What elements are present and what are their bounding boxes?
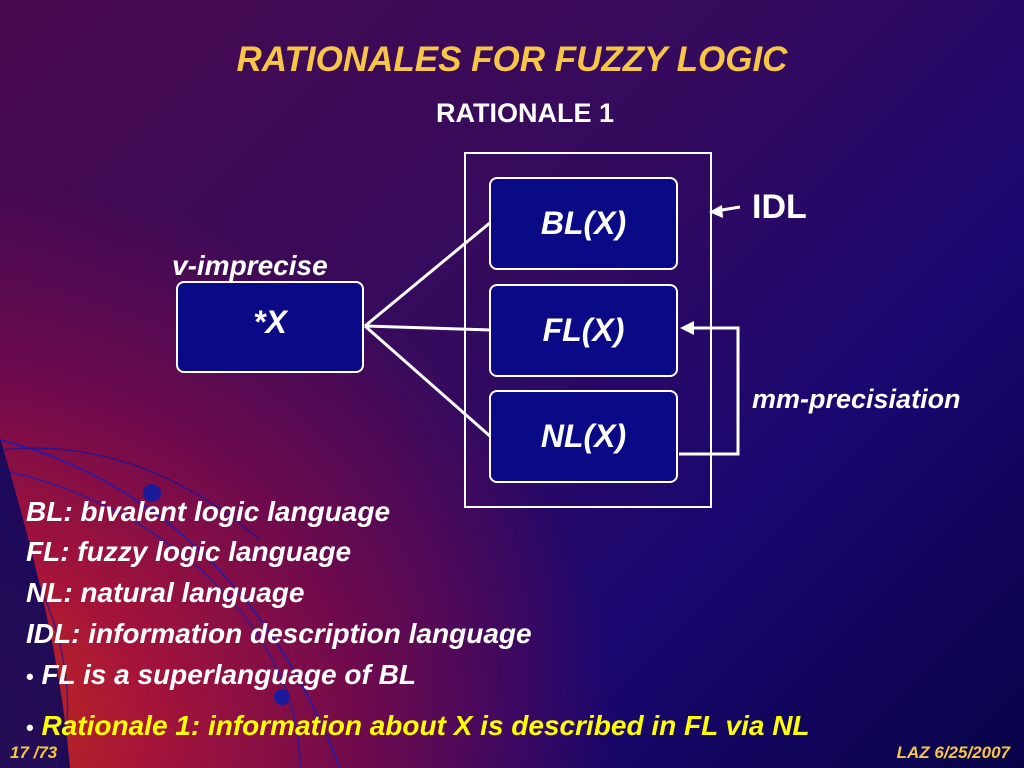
x-box-label: *X [253,303,287,340]
definition-nl: NL: natural language [26,577,305,608]
definition-idl: IDL: information description language [26,618,532,649]
fl-box-label: FL(X) [542,312,625,348]
author-date: LAZ 6/25/2007 [896,743,1010,762]
connector-x-fl [364,324,492,332]
precisiation-path [679,326,740,456]
connector-x-bl [364,220,492,328]
bullet-superlanguage: • FL is a superlanguage of BL [26,659,416,691]
x-box: *X [176,281,364,373]
slide-title: RATIONALES FOR FUZZY LOGIC [236,40,788,79]
nl-box: NL(X) [489,390,678,483]
fl-arrow-head [680,321,694,335]
v-imprecise-label: v-imprecise [172,250,328,281]
bullet-marker: • [26,664,34,689]
connector-x-nl [364,324,492,439]
fl-box: FL(X) [489,284,678,377]
bullet-rationale-text: Rationale 1: information about X is desc… [41,710,810,741]
definition-bl: BL: bivalent logic language [26,496,391,527]
bl-box-label: BL(X) [540,205,627,241]
bullet-rationale: • Rationale 1: information about X is de… [26,710,810,742]
idl-arrow-head [709,205,723,218]
mm-precisiation-label: mm-precisiation [752,384,961,414]
bullet-marker: • [26,715,34,740]
bl-box: BL(X) [489,177,678,270]
definition-fl: FL: fuzzy logic language [26,536,352,567]
slide-subtitle: RATIONALE 1 [435,98,614,128]
page-number: 17 /73 [10,743,58,762]
idl-container-box [464,152,712,508]
bullet-superlanguage-text: FL is a superlanguage of BL [41,659,416,690]
nl-box-label: NL(X) [540,418,627,454]
idl-label: IDL [752,188,807,226]
